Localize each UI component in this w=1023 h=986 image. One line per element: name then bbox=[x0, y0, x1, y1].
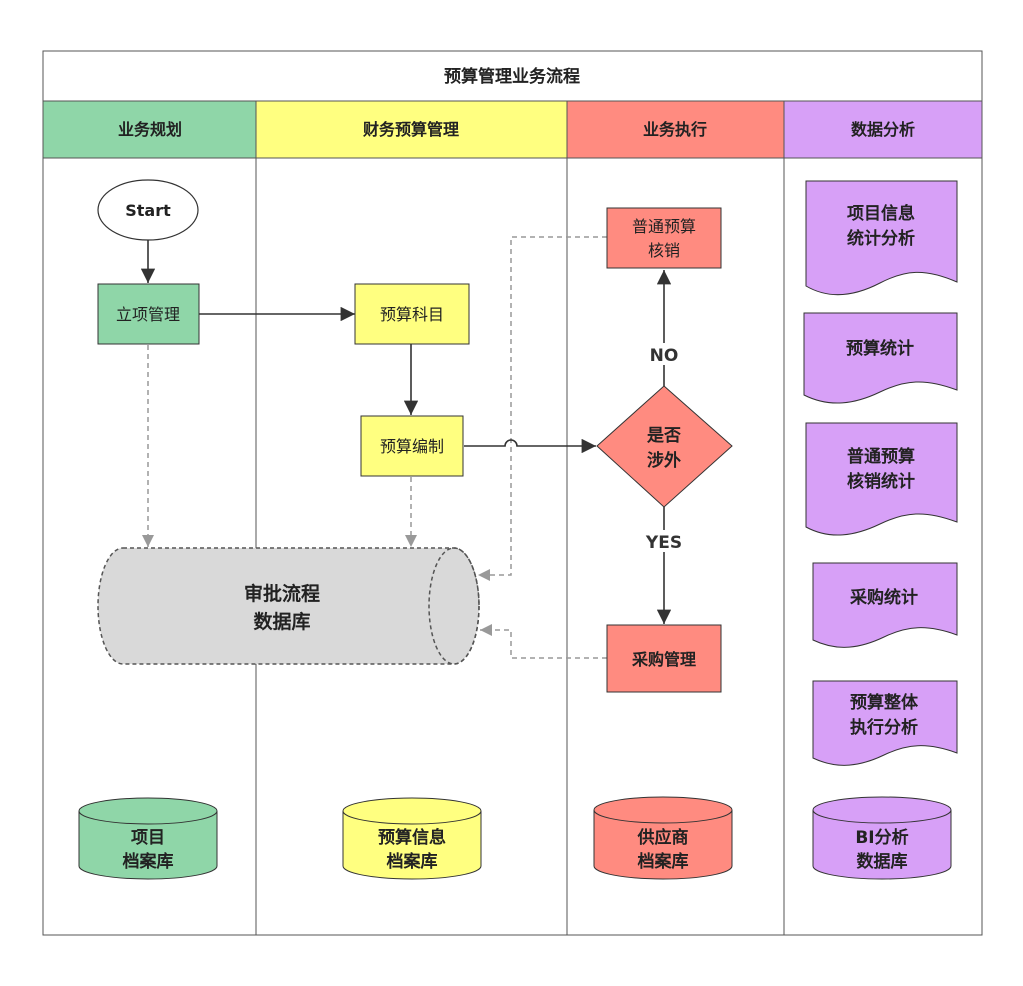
no-label-bg bbox=[644, 343, 684, 365]
dashed-connector-writeoff-to-db bbox=[478, 236, 607, 581]
doc-budget-stats-label: 预算统计 bbox=[846, 338, 914, 359]
lane-header-planning bbox=[42, 100, 257, 159]
budget-info-archive-label-1: 预算信息 bbox=[378, 827, 446, 848]
arrow-compile-to-decision bbox=[464, 438, 596, 454]
budget-info-archive-db bbox=[342, 811, 482, 880]
purchase-mgmt-box bbox=[606, 624, 722, 693]
yes-label: YES bbox=[645, 533, 682, 553]
no-label: NO bbox=[650, 346, 679, 366]
normal-writeoff-label-2: 核销 bbox=[648, 241, 680, 260]
doc-purchase-stats bbox=[812, 562, 958, 648]
doc-writeoff-stats-label-2: 核销统计 bbox=[847, 471, 915, 492]
approval-db-label-2: 数据库 bbox=[253, 610, 310, 633]
project-archive-db-top bbox=[78, 797, 218, 825]
project-archive-db bbox=[78, 811, 218, 880]
doc-overall-execution bbox=[812, 680, 958, 766]
normal-writeoff-box bbox=[606, 207, 722, 269]
normal-writeoff-label-1: 普通预算 bbox=[632, 217, 696, 236]
doc-overall-execution-label-1: 预算整体 bbox=[850, 692, 919, 713]
doc-overall-execution-label-2: 执行分析 bbox=[850, 717, 918, 738]
dashed-connector-purchase-to-db bbox=[480, 624, 607, 659]
lane-header-finance bbox=[255, 100, 568, 159]
doc-writeoff-stats bbox=[805, 422, 958, 536]
diagram-title: 预算管理业务流程 bbox=[444, 66, 580, 87]
approval-db-label-1: 审批流程 bbox=[244, 582, 320, 605]
decision-diamond bbox=[596, 385, 733, 508]
budget-compile-box bbox=[360, 415, 464, 477]
doc-writeoff-stats-label-1: 普通预算 bbox=[847, 446, 915, 467]
budget-info-archive-db-top bbox=[342, 797, 482, 825]
doc-project-info-analysis bbox=[805, 180, 958, 296]
doc-budget-stats bbox=[803, 312, 958, 404]
bi-analysis-label-2: 数据库 bbox=[857, 851, 908, 872]
bi-analysis-label-1: BI分析 bbox=[855, 827, 908, 848]
project-mgmt-label: 立项管理 bbox=[116, 305, 180, 324]
lane-label-execution: 业务执行 bbox=[643, 120, 707, 139]
project-mgmt-box bbox=[97, 283, 200, 345]
doc-project-info-label-1: 项目信息 bbox=[847, 203, 915, 224]
project-archive-label-2: 档案库 bbox=[123, 851, 174, 872]
budget-info-archive-label-2: 档案库 bbox=[387, 851, 438, 872]
decision-label-2: 涉外 bbox=[647, 450, 681, 471]
supplier-archive-label-2: 档案库 bbox=[638, 851, 689, 872]
start-label: Start bbox=[125, 201, 171, 220]
lane-label-planning: 业务规划 bbox=[118, 120, 182, 139]
lane-header-analysis bbox=[783, 100, 983, 159]
yes-label-bg bbox=[642, 530, 686, 552]
doc-project-info-label-2: 统计分析 bbox=[847, 228, 915, 249]
bi-analysis-db bbox=[812, 810, 952, 880]
start-node bbox=[97, 179, 199, 241]
approval-db-cylinder-end bbox=[428, 547, 480, 665]
supplier-archive-label-1: 供应商 bbox=[637, 827, 689, 848]
supplier-archive-db-top bbox=[593, 796, 733, 824]
project-archive-label-1: 项目 bbox=[131, 828, 165, 848]
purchase-mgmt-label: 采购管理 bbox=[631, 650, 696, 669]
doc-purchase-stats-label: 采购统计 bbox=[849, 587, 918, 608]
lane-label-analysis: 数据分析 bbox=[851, 120, 915, 139]
approval-db-cylinder bbox=[97, 547, 480, 665]
bi-analysis-db-top bbox=[812, 796, 952, 824]
supplier-archive-db bbox=[593, 810, 733, 880]
budget-compile-label: 预算编制 bbox=[380, 437, 444, 456]
decision-label-1: 是否 bbox=[647, 426, 681, 446]
budget-subject-label: 预算科目 bbox=[380, 305, 444, 324]
budget-subject-box bbox=[354, 283, 470, 345]
lane-label-finance: 财务预算管理 bbox=[362, 120, 459, 139]
